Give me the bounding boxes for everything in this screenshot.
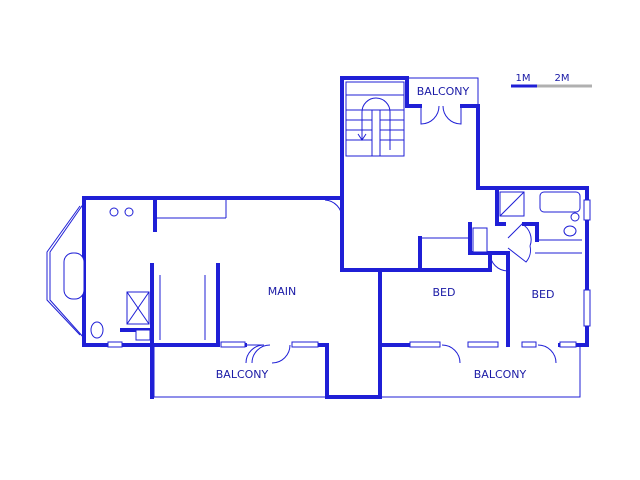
window-bath-south	[107, 341, 123, 348]
balcony-right-outline	[380, 345, 581, 398]
stair-outline	[345, 81, 405, 157]
door-main-balcony-arc-a	[251, 344, 271, 364]
bay-window-outline	[49, 202, 85, 339]
window-toilet	[135, 329, 151, 341]
wall-stair-landing	[340, 196, 422, 272]
balcony-top-outline	[407, 77, 479, 106]
fixtures	[63, 191, 581, 339]
door-main-landing	[324, 199, 343, 219]
windows	[107, 199, 591, 348]
window-bed-right-b	[559, 341, 577, 348]
window-bed-right-east	[583, 289, 591, 327]
door-bed-balcony-arc	[441, 344, 461, 364]
wall-closet-box	[468, 222, 490, 255]
wall-east-outer	[460, 104, 589, 347]
scale-label-2m: 2M	[555, 73, 570, 84]
bay-window	[46, 202, 85, 339]
label-bed-center: BED	[433, 286, 456, 299]
wall-bath-corner	[522, 222, 539, 242]
toilet-icon-right	[563, 225, 577, 237]
door-bed-right	[507, 245, 531, 263]
scale-bar: 1M 2M	[511, 73, 592, 88]
window-bed-a	[409, 341, 441, 348]
doors	[245, 105, 557, 364]
room-labels: BALCONY MAIN BED BED BALCONY BALCONY	[216, 85, 555, 381]
door-balcony-top-b	[442, 105, 462, 125]
bay-window-inner	[46, 205, 81, 336]
door-bath-right	[507, 223, 532, 247]
label-balcony-left: BALCONY	[216, 368, 269, 381]
door-balcony-top-a	[420, 105, 440, 125]
wall-bed-right-divider	[418, 251, 510, 347]
label-main: MAIN	[268, 285, 297, 298]
basin-icon-a	[109, 207, 119, 217]
door-main-balcony-a	[245, 344, 265, 364]
wall-stair-right-top	[405, 76, 422, 108]
door-bed-center	[489, 252, 509, 272]
door-main-balcony-arc-b	[271, 344, 291, 364]
basin-icon-b	[124, 207, 134, 217]
window-bed-right-a	[521, 341, 537, 348]
stair-arrow-path	[361, 97, 391, 150]
walls	[82, 76, 589, 399]
label-balcony-top: BALCONY	[417, 85, 470, 98]
wall-shower-inner	[495, 186, 506, 226]
staircase	[345, 81, 405, 157]
bath-icon-right	[539, 191, 581, 213]
wall-west-outer	[82, 76, 344, 347]
window-bed-b	[467, 341, 499, 348]
stair-arrow-head-icon	[357, 133, 367, 141]
wall-central-bay	[318, 343, 412, 399]
window-main-a	[220, 341, 246, 348]
closet-box-icon	[472, 227, 488, 253]
window-main-b	[291, 341, 319, 348]
basin-icon-right	[570, 212, 580, 222]
toilet-icon-left	[90, 321, 104, 339]
door-bed-right-balcony-arc	[537, 344, 557, 364]
shower-diagonal-b	[126, 291, 150, 325]
label-bed-right: BED	[532, 288, 555, 301]
label-balcony-right: BALCONY	[474, 368, 527, 381]
shower-right-diagonal	[499, 191, 525, 217]
window-bath-east	[583, 199, 591, 221]
scale-label-1m: 1M	[516, 73, 531, 84]
bathtub-icon	[63, 252, 85, 300]
